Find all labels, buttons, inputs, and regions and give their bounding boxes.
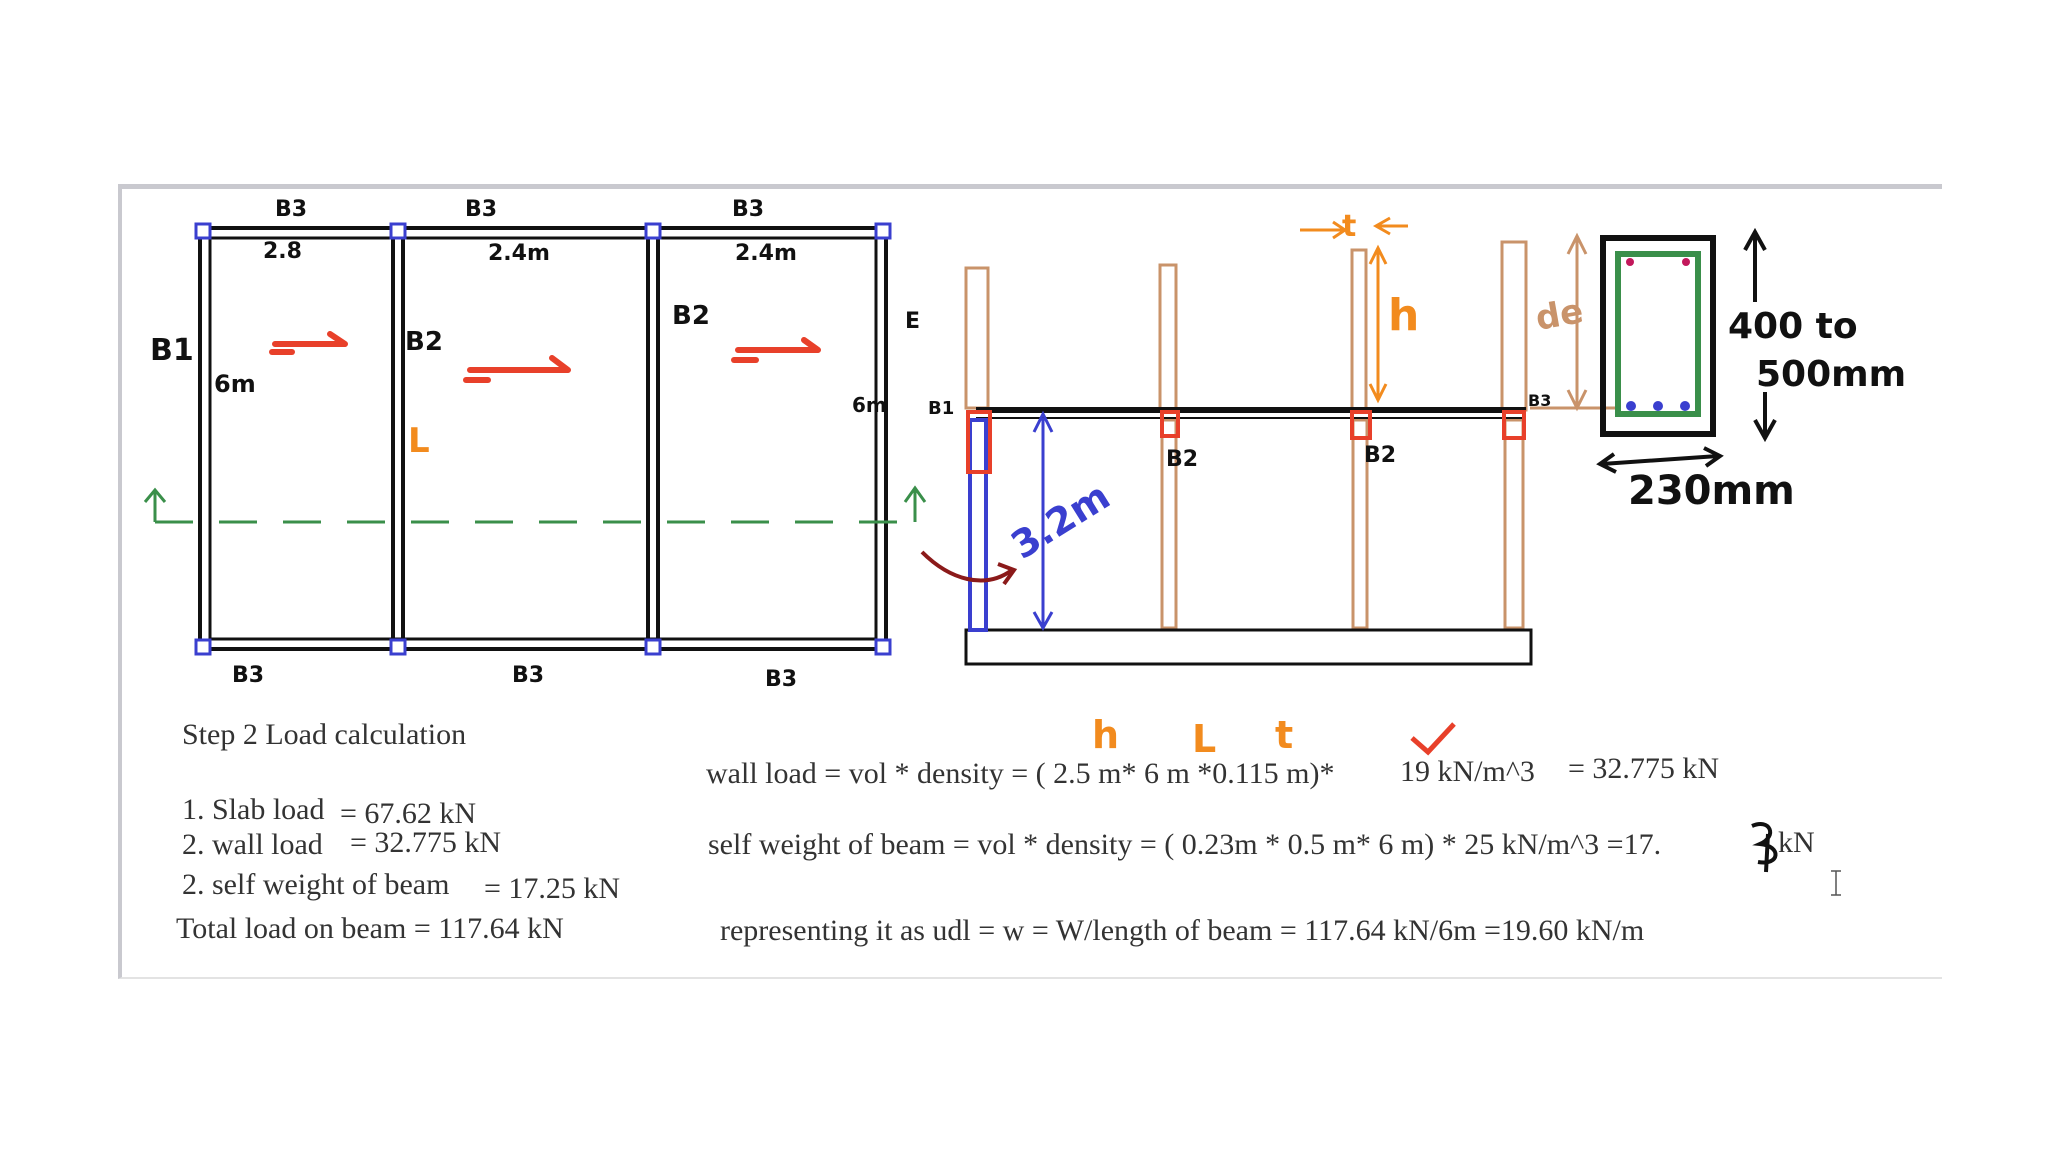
elevation-beam-label-2: B2 — [1166, 447, 1198, 472]
whiteboard-canvas — [118, 184, 1942, 979]
plan-span-3: 2.4m — [735, 241, 797, 266]
section-depth-mark: de — [1533, 291, 1587, 339]
plan-beam-top-2: B3 — [465, 197, 497, 222]
plan-side-label-3: B2 — [672, 301, 710, 331]
list-item-2-value: = 32.775 kN — [350, 826, 502, 859]
mark-t: t — [1275, 713, 1293, 757]
udl-equation: representing it as udl = w = W/length of… — [720, 914, 1645, 947]
plan-side-label-4: E — [905, 309, 920, 334]
elevation-beam-label-3: B2 — [1364, 443, 1396, 468]
plan-side-label-1: B1 — [150, 333, 194, 368]
wall-height-mark: h — [1388, 290, 1419, 341]
section-cut-line — [143, 485, 927, 524]
list-item-3-label: 2. self weight of beam — [182, 868, 450, 901]
mark-h: h — [1092, 713, 1119, 757]
plan-beam-bottom-1: B3 — [232, 663, 264, 688]
elevation-beam-label-4: B3 — [1528, 391, 1551, 410]
plan-side-label-2: B2 — [405, 327, 443, 357]
list-item-1-label: 1. Slab load — [182, 793, 325, 826]
text-cursor-icon — [1831, 870, 1841, 896]
plan-beam-top-3: B3 — [732, 197, 764, 222]
frame-elevation — [920, 216, 1615, 666]
plan-span-2: 2.4m — [488, 241, 550, 266]
section-depth-range-1: 400 to — [1728, 306, 1858, 347]
wall-load-result: = 32.775 kN — [1568, 752, 1720, 785]
elevation-height-label: 3.2m — [1003, 474, 1117, 568]
list-item-1-value: = 67.62 kN — [340, 797, 477, 830]
list-item-2-label: 2. wall load — [182, 828, 323, 861]
list-item-3-value: = 17.25 kN — [484, 872, 621, 905]
plan-column-nodes — [194, 222, 892, 656]
step-heading: Step 2 Load calculation — [182, 718, 467, 751]
total-load: Total load on beam = 117.64 kN — [176, 912, 564, 945]
plan-depth-label-1: 6m — [214, 370, 256, 398]
wall-load-density: 19 kN/m^3 — [1400, 755, 1535, 788]
wall-load-equation: wall load = vol * density = ( 2.5 m* 6 m… — [706, 757, 1335, 790]
beam-weight-equation: self weight of beam = vol * density = ( … — [708, 828, 1662, 861]
scribble-mark-icon — [1751, 822, 1778, 873]
plan-beam-bottom-3: B3 — [765, 667, 797, 692]
plan-length-mark: L — [408, 421, 430, 461]
load-arrows — [269, 331, 821, 383]
beam-weight-unit: kN — [1778, 826, 1815, 859]
plan-beam-bottom-2: B3 — [512, 663, 544, 688]
beam-cross-section — [1596, 227, 1777, 474]
plan-beam-top-1: B3 — [275, 197, 307, 222]
slab-plan — [198, 226, 888, 651]
section-width: 230mm — [1628, 468, 1795, 514]
elevation-beam-label-1: B1 — [928, 398, 954, 419]
wall-thickness-mark: t — [1342, 209, 1356, 244]
plan-span-1: 2.8 — [263, 239, 302, 264]
section-depth-range-2: 500mm — [1756, 354, 1906, 395]
plan-depth-label-2: 6m — [852, 393, 887, 417]
check-mark-icon — [1410, 722, 1456, 756]
mark-l: L — [1192, 717, 1216, 761]
